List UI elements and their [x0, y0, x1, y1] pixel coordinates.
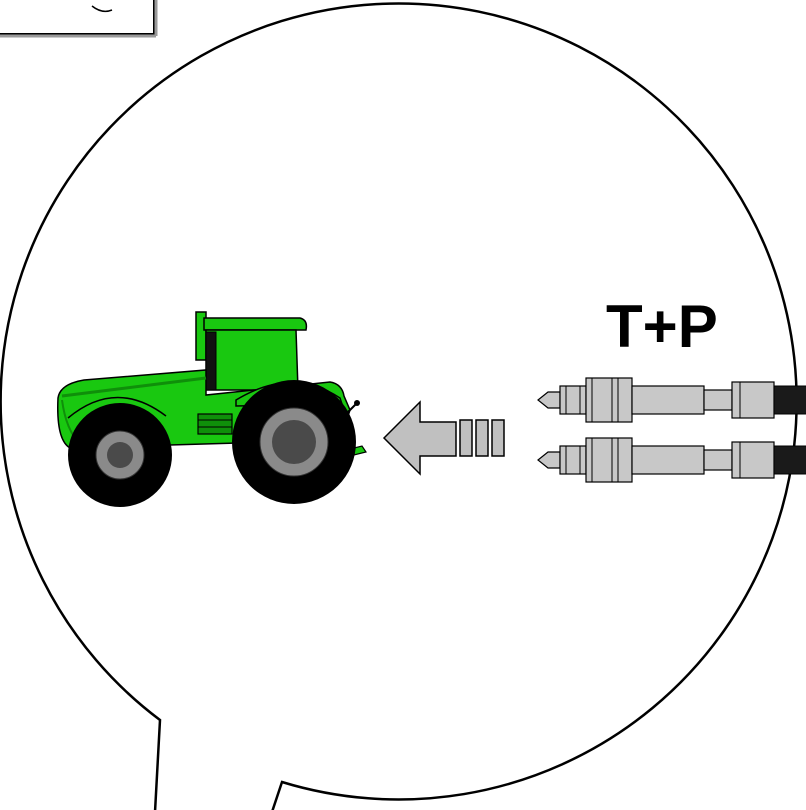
tractor-icon	[57, 311, 367, 507]
connection-label: T+P	[606, 293, 718, 360]
hydraulic-coupler-icon	[537, 377, 806, 423]
corner-frame	[0, 0, 158, 38]
hydraulic-coupler-icon	[537, 437, 806, 483]
insert-direction-arrow-icon	[382, 400, 505, 476]
